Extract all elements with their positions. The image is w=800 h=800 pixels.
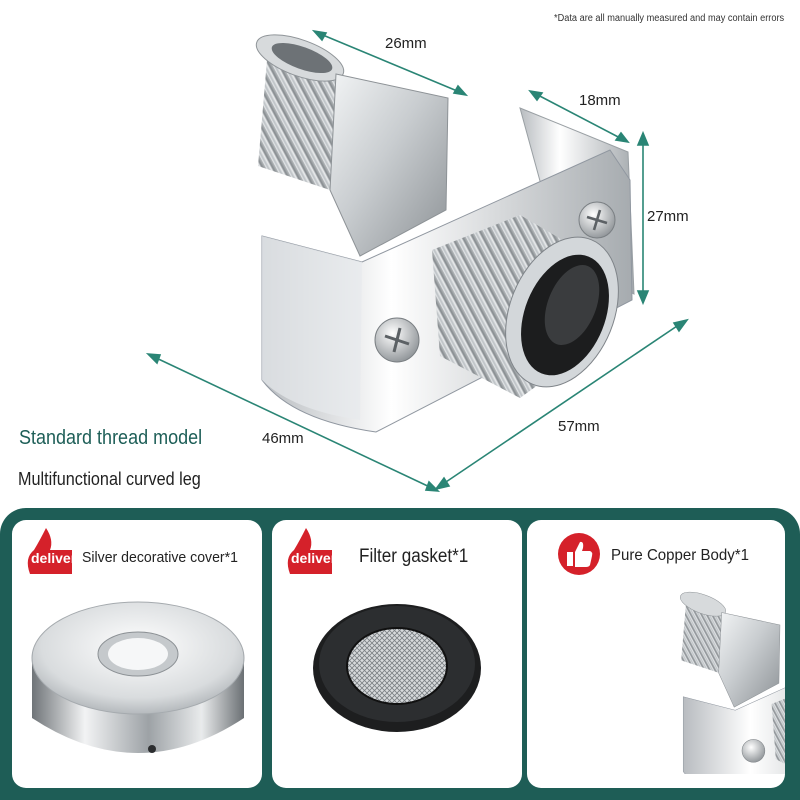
- screw-right: [578, 201, 616, 239]
- main-fitting-illustration: [145, 29, 689, 492]
- dimension-length: 57mm: [558, 418, 600, 435]
- card-label: Filter gasket*1: [359, 546, 469, 567]
- top-thread: [255, 34, 345, 190]
- card-label: Pure Copper Body*1: [611, 547, 749, 564]
- deliver-label: deliver: [291, 550, 337, 566]
- deliver-label: deliver: [31, 550, 77, 566]
- subheadline: Multifunctional curved leg: [18, 469, 201, 489]
- filter-gasket-image: [313, 604, 481, 732]
- deliver-badge: [27, 528, 72, 574]
- dimension-base: 46mm: [262, 430, 304, 447]
- deliver-badge: [287, 528, 332, 574]
- screw-left: [374, 317, 420, 363]
- card-copper-body: Pure Copper Body*1: [527, 520, 785, 788]
- decorative-cover-image: [31, 601, 245, 753]
- dimension-depth: 18mm: [579, 92, 621, 109]
- copper-body-image: [680, 591, 785, 774]
- headline: Standard thread model: [19, 427, 203, 449]
- dimension-height: 27mm: [647, 208, 689, 225]
- card-decorative-cover: deliver Silver decorative cover*1: [12, 520, 262, 788]
- measurement-disclaimer: *Data are all manually measured and may …: [553, 13, 784, 24]
- dimension-lines: [145, 29, 689, 492]
- card-filter-gasket: deliver Filter gasket*1: [272, 520, 522, 788]
- dimension-top-width: 26mm: [385, 35, 427, 52]
- card-label: Silver decorative cover*1: [82, 549, 238, 566]
- thumbs-up-icon: [558, 533, 600, 575]
- front-thread: [432, 215, 619, 398]
